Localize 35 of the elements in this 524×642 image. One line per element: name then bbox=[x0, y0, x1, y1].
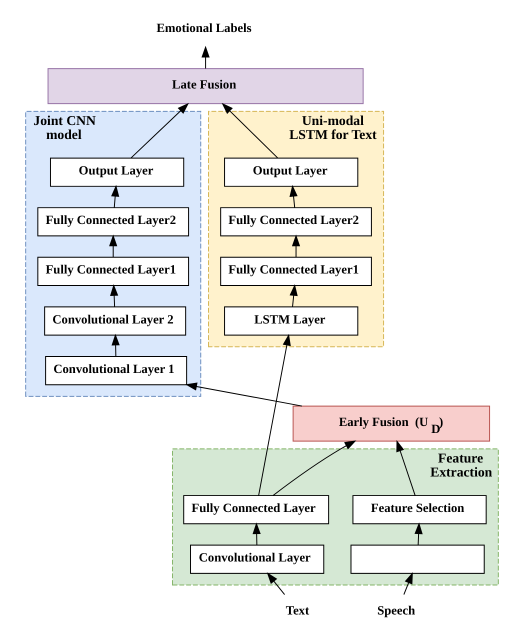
arrow bbox=[290, 284, 298, 308]
arrow bbox=[266, 572, 286, 596]
arrow bbox=[258, 334, 291, 496]
arrow bbox=[130, 102, 189, 159]
arrow bbox=[396, 440, 416, 496]
arrow bbox=[222, 102, 278, 159]
node-text: Emotional Labels bbox=[156, 21, 252, 36]
arrow bbox=[272, 440, 356, 496]
node-box: LSTM Layer bbox=[224, 306, 358, 336]
node-text: Text bbox=[286, 604, 310, 618]
node-box: Output Layer bbox=[224, 158, 358, 187]
node-box: Fully Connected Layer1 bbox=[220, 256, 372, 286]
arrow bbox=[252, 522, 261, 546]
arrow bbox=[290, 184, 298, 208]
node-box: Convolutional Layer bbox=[190, 544, 324, 574]
node-box: Fully Connected Layer2 bbox=[37, 207, 190, 236]
node-box: Output Layer bbox=[50, 158, 184, 187]
arrow bbox=[185, 382, 302, 407]
node-box: Fully Connected Layer bbox=[183, 495, 330, 524]
arrow bbox=[403, 572, 413, 596]
node-box: Convolutional Layer 1 bbox=[45, 356, 188, 386]
node-box: Feature Selection bbox=[352, 495, 487, 524]
node-box: Convolutional Layer 2 bbox=[44, 306, 186, 336]
arrow bbox=[292, 234, 300, 258]
node-box bbox=[350, 544, 485, 574]
arrow bbox=[202, 46, 210, 69]
arrow bbox=[111, 184, 120, 208]
arrow bbox=[110, 284, 118, 308]
node-box: Late Fusion bbox=[48, 68, 364, 104]
arrow bbox=[414, 522, 423, 546]
arrow bbox=[112, 334, 120, 357]
node-box: Fully Connected Layer1 bbox=[37, 256, 190, 286]
arrow bbox=[109, 234, 118, 258]
node-text: Speech bbox=[377, 604, 416, 618]
node-box: Fully Connected Layer2 bbox=[220, 207, 372, 236]
